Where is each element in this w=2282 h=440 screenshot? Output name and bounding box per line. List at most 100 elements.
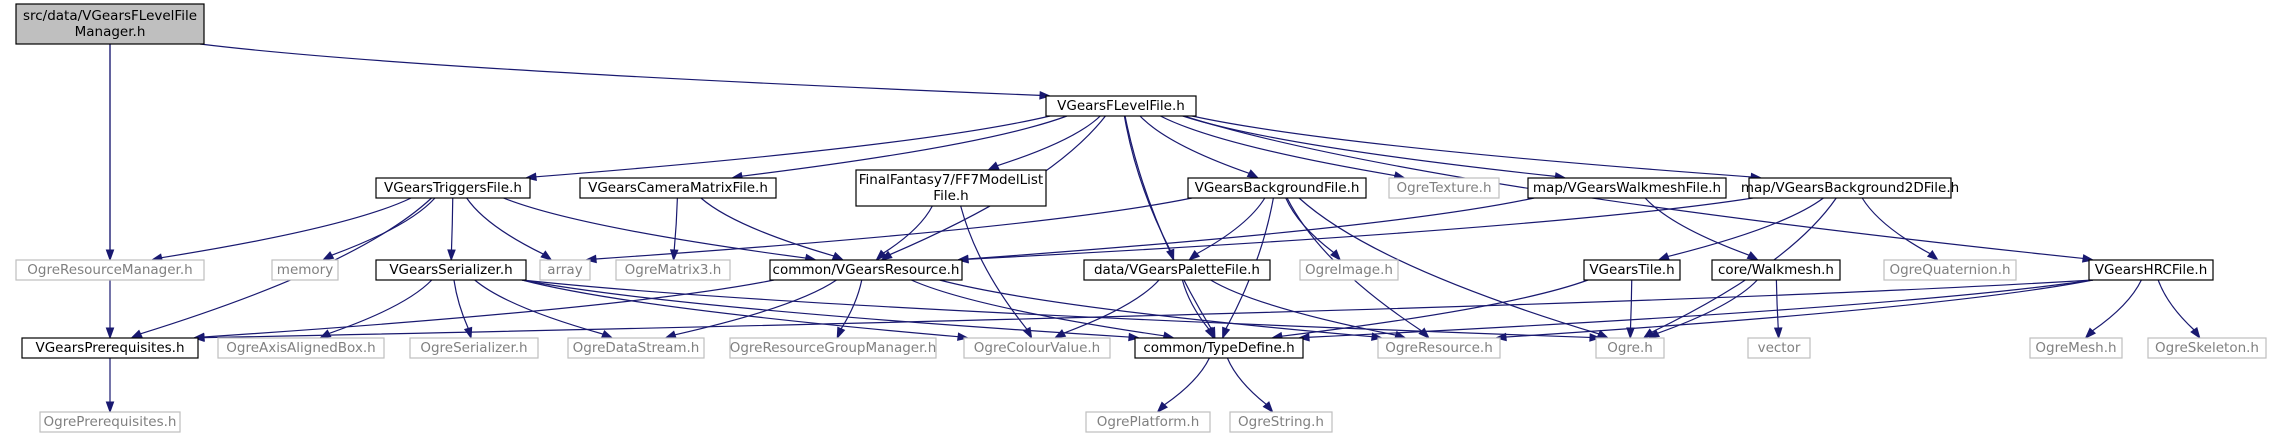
edge-arrowhead xyxy=(463,326,473,340)
edge-arrowhead xyxy=(1494,332,1507,342)
edge-arrowhead xyxy=(956,254,969,264)
node-ogrequat: OgreQuaternion.h xyxy=(1883,259,2017,281)
node-box xyxy=(1085,411,1211,433)
node-vgresource[interactable]: common/VGearsResource.h xyxy=(769,259,963,281)
edge-line xyxy=(331,197,436,256)
edge-vgflevel-to-ogretexture xyxy=(1160,115,1407,180)
node-label: core/Walkmesh.h xyxy=(1718,262,1834,278)
node-label: src/data/VGearsFLevelFile xyxy=(23,8,197,24)
node-label: VGearsHRCFile.h xyxy=(2095,262,2208,278)
node-label: array xyxy=(547,262,582,278)
node-box xyxy=(615,259,731,281)
edge-hrc-to-ogreresource xyxy=(1494,279,2094,342)
edge-walkmeshfile-to-vgresource xyxy=(956,197,1535,264)
node-bg2d[interactable]: map/VGearsBackground2DFile.h xyxy=(1741,177,1959,199)
edge-line xyxy=(967,197,1535,260)
edge-vgresource-to-prereq xyxy=(192,279,775,342)
edge-arrowhead xyxy=(600,329,614,339)
node-ogreresource: OgreResource.h xyxy=(1377,337,1501,359)
node-box xyxy=(1083,259,1271,281)
edge-line xyxy=(535,115,1051,178)
edge-tile-to-ogreh xyxy=(1626,279,1635,340)
edge-bg2d-to-vgresource xyxy=(956,197,1754,264)
node-ogrergm: OgreResourceGroupManager.h xyxy=(729,337,937,359)
edge-triggers-to-vgresource xyxy=(503,197,818,263)
node-box xyxy=(2029,337,2123,359)
edge-triggers-to-memory xyxy=(321,197,436,261)
edge-line xyxy=(203,279,775,338)
edge-line xyxy=(1667,197,1824,258)
edge-arrowhead xyxy=(447,249,456,262)
edge-arrowhead xyxy=(669,249,679,262)
node-ogreimage: OgreImage.h xyxy=(1299,259,1399,281)
edge-line xyxy=(1657,279,1758,334)
node-walkmesh[interactable]: core/Walkmesh.h xyxy=(1711,259,1841,281)
node-hrc[interactable]: VGearsHRCFile.h xyxy=(2088,259,2214,281)
node-label: data/VGearsPaletteFile.h xyxy=(1094,262,1260,278)
node-label: VGearsBackgroundFile.h xyxy=(1195,180,1360,196)
node-label: OgreResourceGroupManager.h xyxy=(730,340,937,356)
node-box xyxy=(39,411,181,433)
node-bgfile[interactable]: VGearsBackgroundFile.h xyxy=(1187,177,1367,199)
node-cammatrix[interactable]: VGearsCameraMatrixFile.h xyxy=(579,177,777,199)
node-triggers[interactable]: VGearsTriggersFile.h xyxy=(375,177,531,199)
node-box xyxy=(2088,259,2214,281)
node-prereq[interactable]: VGearsPrerequisites.h xyxy=(21,337,199,359)
edge-arrowhead xyxy=(2190,326,2201,340)
node-box xyxy=(1747,337,1811,359)
node-box xyxy=(1045,95,1197,117)
edge-hrc-to-ogremesh xyxy=(2084,279,2142,340)
edge-arrowhead xyxy=(1039,91,1052,100)
edge-line xyxy=(674,279,837,336)
edge-arrowhead xyxy=(192,332,205,342)
edge-vgflevel-to-triggers xyxy=(524,115,1051,182)
node-walkmeshfile[interactable]: map/VGearsWalkmeshFile.h xyxy=(1527,177,1727,199)
node-label: OgreMatrix3.h xyxy=(625,262,722,278)
edge-triggers-to-array xyxy=(466,197,553,261)
node-label: OgreColourValue.h xyxy=(974,340,1100,356)
node-typedefine[interactable]: common/TypeDefine.h xyxy=(1134,337,1304,359)
node-label: OgreTexture.h xyxy=(1396,180,1491,196)
edge-line xyxy=(1298,197,1600,335)
node-box xyxy=(217,337,385,359)
node-box xyxy=(1134,337,1304,359)
edge-serializer-to-ogreaabb xyxy=(318,279,433,339)
node-label: Ogre.h xyxy=(1607,340,1653,356)
node-serializer[interactable]: VGearsSerializer.h xyxy=(375,259,527,281)
edge-arrowhead xyxy=(1926,250,1939,261)
node-box xyxy=(1883,259,2017,281)
node-label: map/VGearsWalkmeshFile.h xyxy=(1533,180,1721,196)
edge-arrowhead xyxy=(1022,326,1033,340)
node-tile[interactable]: VGearsTile.h xyxy=(1583,259,1681,281)
edge-line xyxy=(1281,279,1589,337)
node-ogreserializer: OgreSerializer.h xyxy=(409,337,539,359)
node-label: VGearsTriggersFile.h xyxy=(384,180,522,196)
edge-line xyxy=(453,279,469,329)
node-box xyxy=(15,3,205,45)
edge-palette-to-ogrecolour xyxy=(1053,279,1160,339)
edge-line xyxy=(960,205,1028,330)
node-vgflevel[interactable]: VGearsFLevelFile.h xyxy=(1045,95,1197,117)
edge-typedefine-to-ogrestring xyxy=(1226,357,1274,414)
edge-line xyxy=(1196,197,1266,255)
edge-line xyxy=(2157,279,2195,331)
edge-root-to-prereq xyxy=(105,44,115,340)
node-box xyxy=(1583,259,1681,281)
node-ogreh: Ogre.h xyxy=(1595,337,1665,359)
edge-arrowhead xyxy=(1773,327,1783,340)
edge-walkmesh-to-vector xyxy=(1773,279,1783,340)
edge-serializer-to-typedefine xyxy=(521,279,1141,342)
node-label: VGearsTile.h xyxy=(1589,262,1674,278)
node-palette[interactable]: data/VGearsPaletteFile.h xyxy=(1083,259,1271,281)
node-ogreskeleton: OgreSkeleton.h xyxy=(2147,337,2267,359)
edge-arrowhead xyxy=(1053,329,1067,339)
edge-hrc-to-typedefine xyxy=(1297,279,2094,342)
edge-line xyxy=(1164,357,1210,406)
node-box xyxy=(409,337,539,359)
edge-arrowhead xyxy=(1657,252,1670,261)
edge-bg2d-to-ogrequat xyxy=(1861,197,1939,261)
node-memory: memory xyxy=(271,259,339,281)
